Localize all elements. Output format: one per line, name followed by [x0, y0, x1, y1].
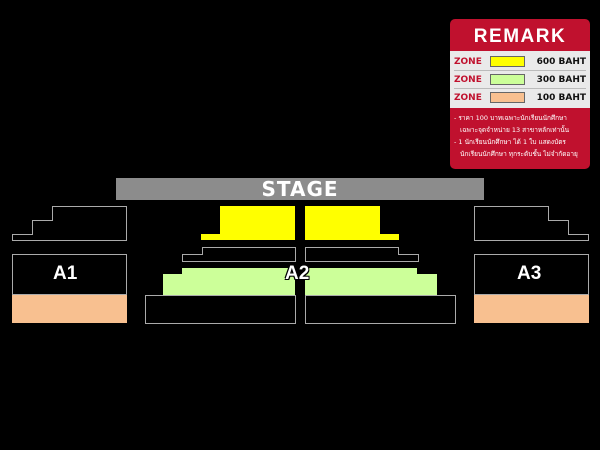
zone-label-a3: A3 — [517, 263, 542, 284]
zone-300-left[interactable] — [163, 268, 295, 295]
zone-text: ZONE — [454, 56, 482, 67]
color-swatch — [490, 74, 525, 85]
note-line: - ราคา 100 บาทเฉพาะนักเรียนนักศึกษา — [454, 114, 567, 122]
color-swatch — [490, 92, 525, 103]
price-text: 300 BAHT — [536, 74, 586, 85]
zone-100-a1[interactable] — [12, 295, 127, 323]
note-line: - 1 นักเรียนนักศึกษา ได้ 1 ใบ แสดงบัตร — [454, 138, 566, 146]
price-row: ZONE 600 BAHT — [454, 53, 586, 71]
zone-600-left[interactable] — [201, 206, 295, 240]
price-row: ZONE 100 BAHT — [454, 89, 586, 106]
section-right-upper[interactable] — [474, 206, 589, 241]
remark-title: REMARK — [473, 26, 567, 47]
zone-label-a1: A1 — [53, 263, 78, 284]
zone-text: ZONE — [454, 92, 482, 103]
section-a2-back-left[interactable] — [145, 295, 296, 324]
price-text: 100 BAHT — [536, 92, 586, 103]
zone-600-right[interactable] — [305, 206, 399, 240]
zone-label-a2: A2 — [285, 263, 310, 284]
zone-100-a3[interactable] — [474, 295, 589, 323]
remark-notes: - ราคา 100 บาทเฉพาะนักเรียนนักศึกษา เฉพา… — [450, 108, 590, 164]
zone-text: ZONE — [454, 74, 482, 85]
price-text: 600 BAHT — [536, 56, 586, 67]
zone-300-right[interactable] — [305, 268, 437, 295]
section-left-upper[interactable] — [12, 206, 127, 241]
note-line: นักเรียนนักศึกษา ทุกระดับชั้น ไม่จำกัดอา… — [460, 150, 578, 158]
price-table: ZONE 600 BAHT ZONE 300 BAHT ZONE 100 BAH… — [450, 51, 590, 108]
section-a3-upper[interactable] — [474, 254, 589, 295]
stage: STAGE — [116, 178, 484, 201]
price-row: ZONE 300 BAHT — [454, 71, 586, 89]
note-line: เฉพาะจุดจำหน่าย 13 สาขาหลักเท่านั้น — [460, 126, 570, 134]
section-a2-row-left[interactable] — [182, 247, 296, 262]
section-a1-upper[interactable] — [12, 254, 127, 295]
section-a2-back-right[interactable] — [305, 295, 456, 324]
section-a2-row-right[interactable] — [305, 247, 419, 262]
remark-legend: REMARK ZONE 600 BAHT ZONE 300 BAHT ZONE … — [450, 19, 590, 169]
color-swatch — [490, 56, 525, 67]
